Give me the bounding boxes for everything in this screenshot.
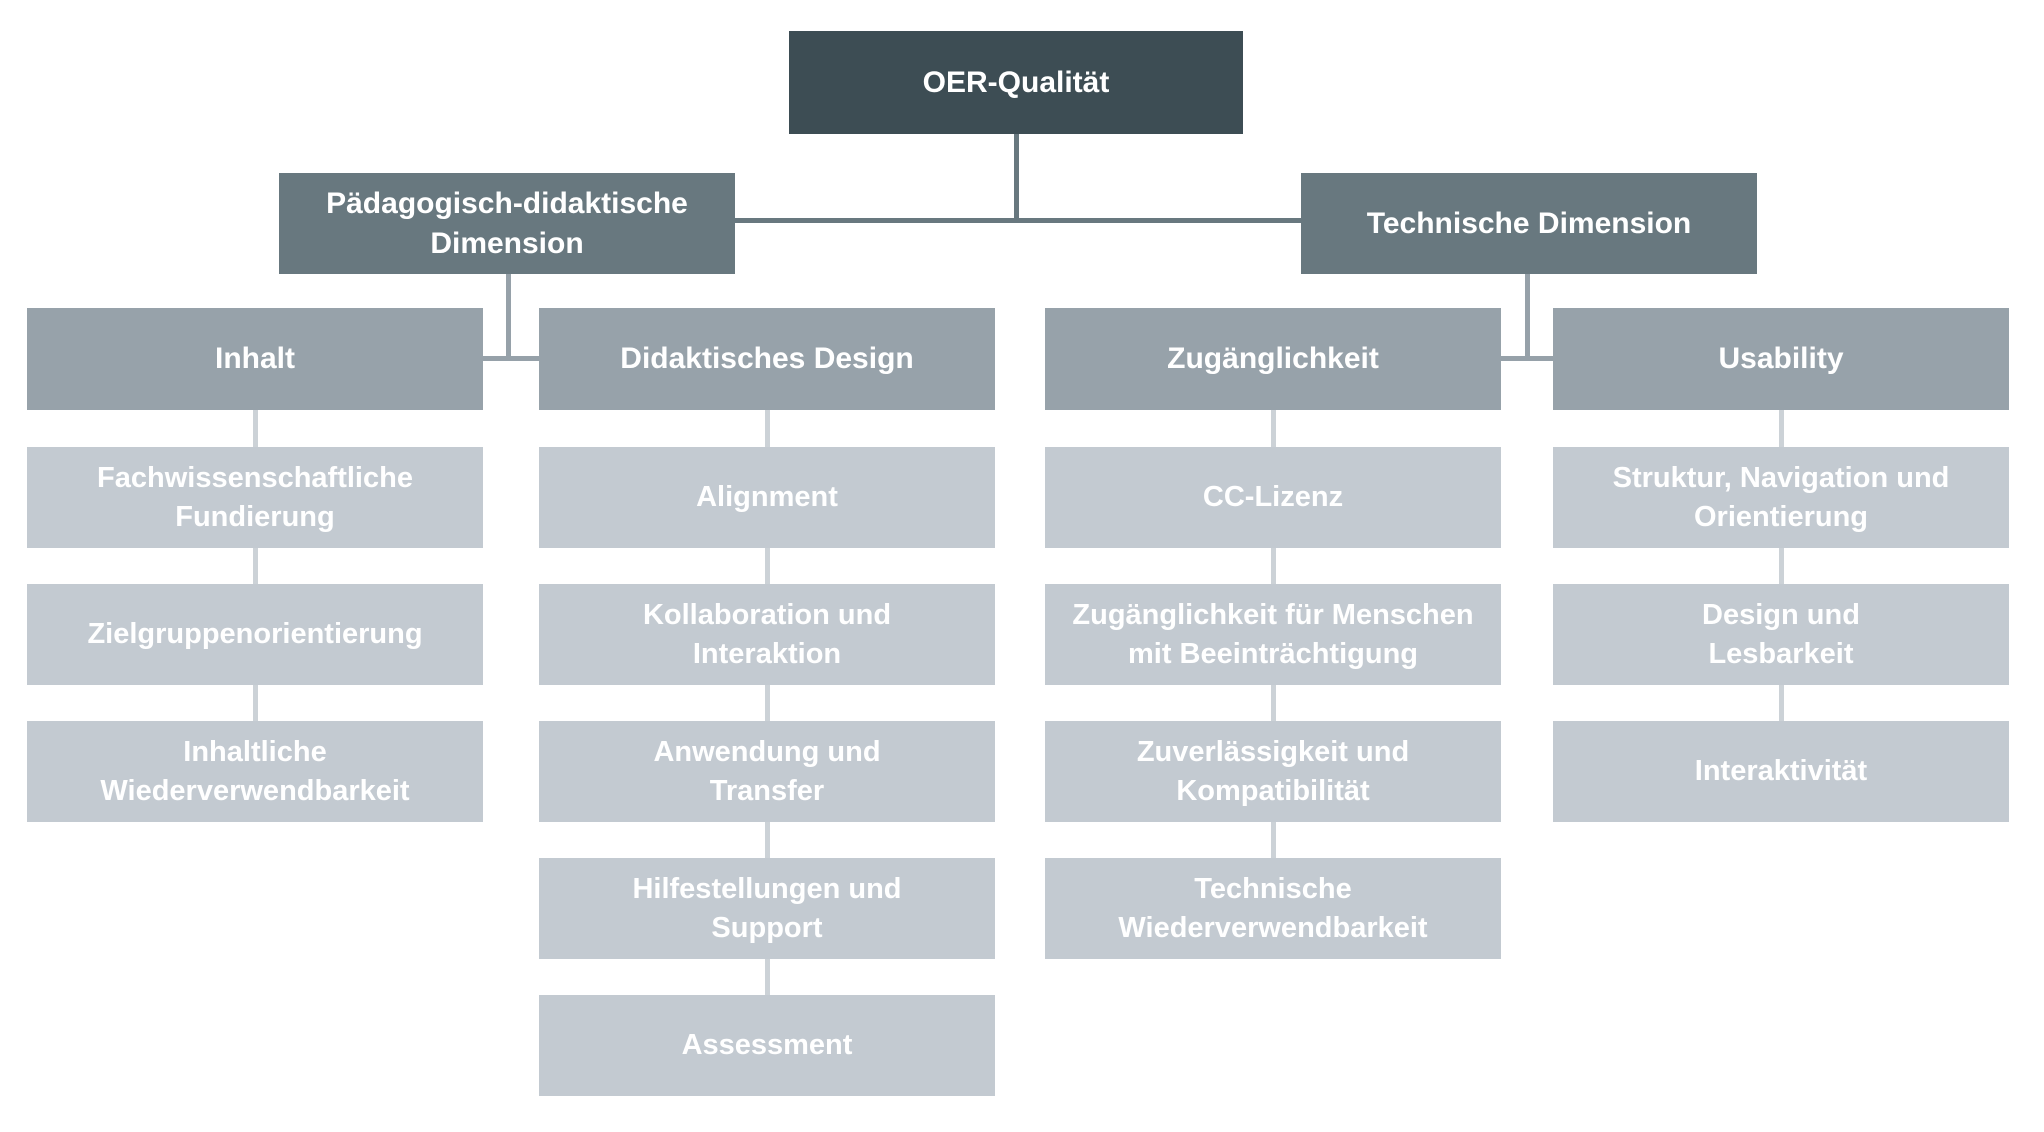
connector-col2-seg1 [765, 410, 770, 447]
connector-col2-seg5 [765, 959, 770, 995]
criterion-box-interaktivitaet: Interaktivität [1553, 721, 2009, 822]
connector-technisch-stub [1501, 356, 1553, 361]
connector-col2-seg2 [765, 548, 770, 584]
connector-col2-seg4 [765, 822, 770, 858]
criterion-box-hilfestellungen-support: Hilfestellungen und Support [539, 858, 995, 959]
criterion-box-anwendung-transfer: Anwendung und Transfer [539, 721, 995, 822]
root-box-oer-qualitaet: OER-Qualität [789, 31, 1243, 134]
dimension-box-technisch: Technische Dimension [1301, 173, 1757, 274]
connector-col3-seg1 [1271, 410, 1276, 447]
criterion-box-technische-wiederverwendbarkeit: Technische Wiederverwendbarkeit [1045, 858, 1501, 959]
criterion-box-zugaenglichkeit-beeintraechtigung: Zugänglichkeit für Menschen mit Beeinträ… [1045, 584, 1501, 685]
connector-root-stem [1014, 134, 1019, 223]
criterion-box-alignment: Alignment [539, 447, 995, 548]
criterion-box-assessment: Assessment [539, 995, 995, 1096]
connector-root-horizontal [735, 218, 1301, 223]
criterion-box-design-lesbarkeit: Design und Lesbarkeit [1553, 584, 2009, 685]
connector-col3-seg3 [1271, 685, 1276, 721]
dimension-box-paedagogisch-didaktisch: Pädagogisch-didaktische Dimension [279, 173, 735, 274]
connector-col4-seg3 [1779, 685, 1784, 721]
connector-technisch-stem [1525, 274, 1530, 361]
category-box-usability: Usability [1553, 308, 2009, 410]
criterion-box-kollaboration-interaktion: Kollaboration und Interaktion [539, 584, 995, 685]
connector-col1-seg3 [253, 685, 258, 721]
connector-paedagogisch-stub [483, 356, 539, 361]
connector-paedagogisch-stem [506, 274, 511, 361]
connector-col4-seg2 [1779, 548, 1784, 584]
category-box-didaktisches-design: Didaktisches Design [539, 308, 995, 410]
criterion-box-zuverlaessigkeit-kompatibilitaet: Zuverlässigkeit und Kompatibilität [1045, 721, 1501, 822]
connector-col3-seg2 [1271, 548, 1276, 584]
connector-col1-seg1 [253, 410, 258, 447]
connector-col2-seg3 [765, 685, 770, 721]
criterion-box-struktur-navigation-orientierung: Struktur, Navigation und Orientierung [1553, 447, 2009, 548]
category-box-inhalt: Inhalt [27, 308, 483, 410]
connector-col4-seg1 [1779, 410, 1784, 447]
criterion-box-fachwissenschaftliche-fundierung: Fachwissenschaftliche Fundierung [27, 447, 483, 548]
criterion-box-inhaltliche-wiederverwendbarkeit: Inhaltliche Wiederverwendbarkeit [27, 721, 483, 822]
connector-col1-seg2 [253, 548, 258, 584]
criterion-box-zielgruppenorientierung: Zielgruppenorientierung [27, 584, 483, 685]
connector-col3-seg4 [1271, 822, 1276, 858]
criterion-box-cc-lizenz: CC-Lizenz [1045, 447, 1501, 548]
category-box-zugaenglichkeit: Zugänglichkeit [1045, 308, 1501, 410]
